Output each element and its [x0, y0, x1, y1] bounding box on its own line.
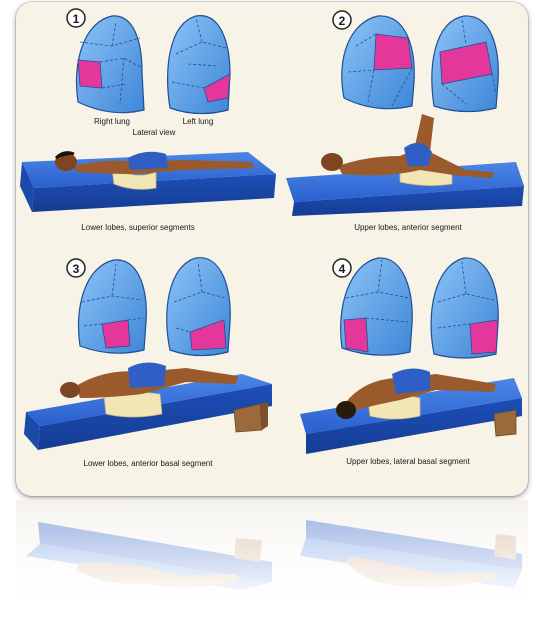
right-lung-label: Right lung	[94, 117, 130, 126]
svg-text:4: 4	[339, 262, 346, 276]
right-lung-diagram	[78, 260, 146, 353]
shorts	[392, 368, 430, 394]
left-lung-diagram	[167, 258, 231, 356]
highlighted-segment	[470, 320, 498, 354]
highlighted-segment	[78, 60, 102, 88]
head	[321, 153, 343, 171]
mirror-reflection	[16, 500, 528, 622]
bed-block	[494, 410, 516, 436]
highlighted-segment	[374, 34, 412, 70]
lateral-view-label: Lateral view	[133, 128, 176, 137]
svg-text:2: 2	[339, 14, 346, 28]
right-lung-diagram	[341, 258, 413, 355]
postural-drainage-figure: 1 Right lung Left lung Lateral view Lowe	[16, 2, 528, 496]
shorts	[128, 362, 166, 388]
right-lung-diagram	[76, 16, 144, 113]
svg-text:1: 1	[73, 12, 80, 26]
head	[336, 401, 356, 419]
step-number-badge: 1	[67, 9, 85, 27]
reflection-shapes	[16, 500, 528, 622]
caption: Lower lobes, anterior basal segment	[84, 459, 214, 468]
step-number-badge: 4	[333, 259, 351, 277]
panel-4: 4 Upper lobes, lateral basal segment	[300, 258, 522, 466]
panel-2: 2 Upper lobes, anterior segment	[286, 11, 524, 232]
highlighted-segment	[102, 320, 130, 348]
left-lung-diagram	[168, 16, 230, 114]
step-number-badge: 3	[67, 259, 85, 277]
panel-3: 3 Lower lobes, anterior basal segment	[24, 258, 272, 468]
right-lung-diagram	[342, 16, 414, 109]
caption: Upper lobes, lateral basal segment	[346, 457, 470, 466]
caption: Upper lobes, anterior segment	[354, 223, 462, 232]
drainage-illustration: 1 Right lung Left lung Lateral view Lowe	[16, 2, 528, 496]
left-lung-diagram	[432, 16, 498, 112]
shorts	[128, 152, 168, 170]
left-lung-diagram	[431, 258, 498, 358]
svg-text:3: 3	[73, 262, 80, 276]
highlighted-segment	[344, 318, 368, 352]
left-lung-label: Left lung	[183, 117, 214, 126]
caption: Lower lobes, superior segments	[81, 223, 194, 232]
head	[60, 382, 80, 398]
step-number-badge: 2	[333, 11, 351, 29]
panel-1: 1 Right lung Left lung Lateral view Lowe	[20, 9, 276, 232]
